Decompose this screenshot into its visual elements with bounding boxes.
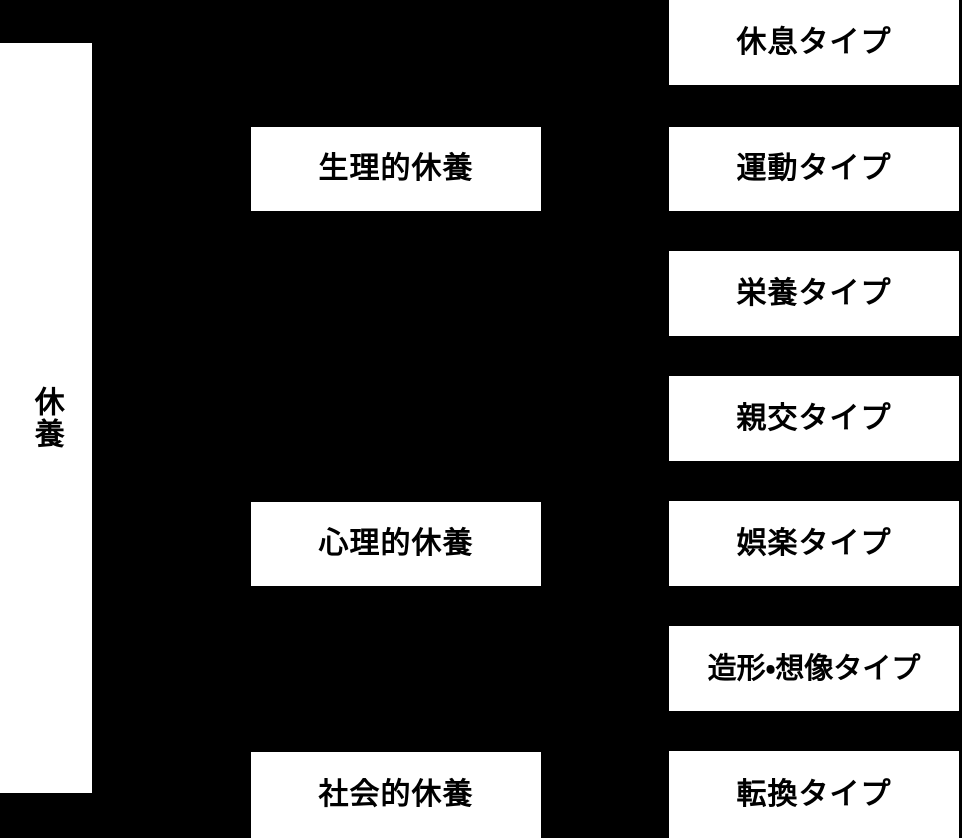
level3-node-tenkan-type[interactable]: 転換タイプ xyxy=(669,751,959,838)
level3-node-label: 運動タイプ xyxy=(736,151,892,187)
level3-node-label: 娯楽タイプ xyxy=(736,525,892,561)
level2-node-shinriteki-kyuyou[interactable]: 心理的休養 xyxy=(251,502,541,586)
level3-node-label: 転換タイプ xyxy=(736,776,892,812)
level3-node-label: 休息タイプ xyxy=(736,24,892,60)
level2-node-shakaiteki-kyuyou[interactable]: 社会的休養 xyxy=(251,752,541,838)
level2-node-label: 心理的休養 xyxy=(318,526,474,562)
level2-node-label: 生理的休養 xyxy=(318,151,474,187)
level3-node-goraku-type[interactable]: 娯楽タイプ xyxy=(669,501,959,586)
level2-node-label: 社会的休養 xyxy=(318,777,474,813)
root-node-kyuyou[interactable]: 休養 xyxy=(0,43,92,793)
level3-node-label: 造形・想像タイプ xyxy=(707,651,921,686)
level2-node-seiriteki-kyuyou[interactable]: 生理的休養 xyxy=(251,127,541,211)
level3-node-undou-type[interactable]: 運動タイプ xyxy=(669,127,959,211)
level3-node-zoukei-souzou-type[interactable]: 造形・想像タイプ xyxy=(669,626,959,711)
root-node-label: 休養 xyxy=(28,386,64,450)
level3-node-label: 親交タイプ xyxy=(736,400,892,436)
level3-node-label: 栄養タイプ xyxy=(736,275,892,311)
level3-node-shinkou-type[interactable]: 親交タイプ xyxy=(669,376,959,461)
level3-node-kyusoku-type[interactable]: 休息タイプ xyxy=(669,0,959,85)
level3-node-eiyou-type[interactable]: 栄養タイプ xyxy=(669,251,959,336)
